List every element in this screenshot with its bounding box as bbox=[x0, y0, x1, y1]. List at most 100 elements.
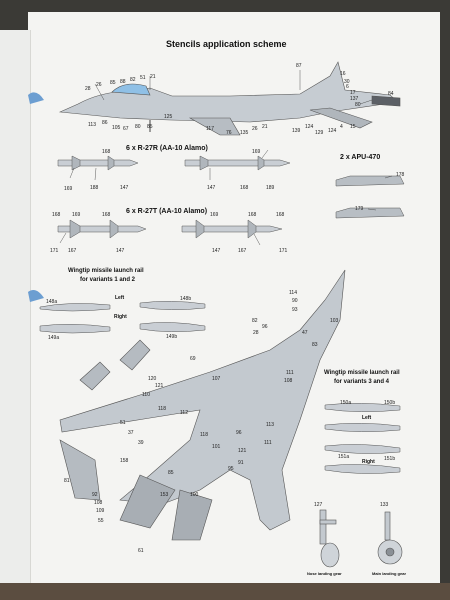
callout-number: 171 bbox=[50, 248, 59, 254]
callout-number: 137 bbox=[350, 96, 359, 102]
callout-number: 168 bbox=[248, 212, 257, 218]
callout-number: 85 bbox=[147, 124, 153, 130]
callout-number: 167 bbox=[68, 248, 77, 254]
callout-number: 93 bbox=[292, 307, 298, 313]
callout-number: 168 bbox=[276, 212, 285, 218]
callout-number: 21 bbox=[150, 74, 156, 80]
callout-number: 124 bbox=[305, 124, 314, 130]
callout-number: 16 bbox=[340, 71, 346, 77]
callout-number: 80 bbox=[135, 124, 141, 130]
callout-number: 147 bbox=[207, 185, 216, 191]
callout-number: 120 bbox=[148, 376, 157, 382]
callout-number: 88 bbox=[120, 79, 126, 85]
callout-number: 150b bbox=[384, 400, 396, 406]
callout-number: 95 bbox=[228, 466, 234, 472]
callout-number: 125 bbox=[164, 114, 173, 120]
rail-left-label: Left bbox=[115, 295, 125, 301]
callout-number: 171 bbox=[279, 248, 288, 254]
callout-number: 133 bbox=[380, 502, 389, 508]
prev-page-blue-shape bbox=[28, 290, 44, 302]
callout-number: 15 bbox=[350, 124, 356, 130]
wingtip-rail-heading-1-2: Wingtip missile launch rail bbox=[68, 268, 144, 274]
callout-number: 83 bbox=[312, 342, 318, 348]
callout-number: 105 bbox=[112, 125, 121, 131]
callout-number: 135 bbox=[240, 130, 249, 136]
callout-number: 51 bbox=[120, 420, 126, 426]
callout-number: 76 bbox=[226, 130, 232, 136]
callout-number: 124 bbox=[328, 128, 337, 134]
callout-number: 168 bbox=[240, 185, 249, 191]
callout-number: 91 bbox=[238, 460, 244, 466]
callout-number: 103 bbox=[330, 318, 339, 324]
callout-number: 82 bbox=[130, 77, 136, 83]
callout-number: 151b bbox=[384, 456, 396, 462]
callout-number: 107 bbox=[212, 376, 221, 382]
prev-page-blue-shape bbox=[28, 92, 44, 104]
nose-gear-caption: Nose landing gear bbox=[307, 571, 342, 576]
wingtip-rails-1-2 bbox=[39, 300, 206, 334]
callout-number: 178 bbox=[396, 172, 405, 178]
callout-number: 113 bbox=[88, 122, 96, 128]
callout-number: 82 bbox=[252, 318, 258, 324]
callout-number: 90 bbox=[292, 298, 298, 304]
callout-number: 111 bbox=[264, 440, 272, 446]
callout-number: 158 bbox=[120, 458, 129, 464]
rail-left-label-2: Left bbox=[362, 415, 372, 421]
callout-number: 113 bbox=[266, 422, 274, 428]
callout-number: 26 bbox=[96, 82, 102, 88]
wingtip-rail-heading-3-4: Wingtip missile launch rail bbox=[324, 370, 400, 376]
callout-number: 150a bbox=[340, 400, 352, 406]
callout-number: 147 bbox=[116, 248, 125, 254]
callout-number: 111 bbox=[286, 370, 294, 376]
callout-number: 101 bbox=[212, 444, 221, 450]
callout-number: 179 bbox=[355, 206, 364, 212]
r27r-heading: 6 x R-27R (AA-10 Alamo) bbox=[126, 145, 208, 152]
r27t-missiles bbox=[57, 219, 283, 239]
callout-number: 169 bbox=[64, 186, 73, 192]
callout-number: 96 bbox=[262, 324, 268, 330]
main-gear-drawing bbox=[377, 511, 403, 565]
callout-number: 117 bbox=[206, 126, 214, 132]
callout-number: 169 bbox=[72, 212, 81, 218]
callout-number: 92 bbox=[92, 492, 98, 498]
callout-number: 67 bbox=[123, 126, 129, 132]
rail-right-label: Right bbox=[114, 314, 127, 320]
callout-number: 108 bbox=[94, 500, 103, 506]
callout-number: 80 bbox=[355, 102, 361, 108]
main-gear-caption: Main landing gear bbox=[372, 571, 407, 576]
callout-number: 112 bbox=[180, 410, 188, 416]
callout-number: 149a bbox=[48, 335, 60, 341]
callout-number: 85 bbox=[110, 80, 116, 86]
callout-number: 55 bbox=[98, 518, 104, 524]
callout-number: 51 bbox=[140, 75, 146, 81]
callout-number: 21 bbox=[262, 124, 268, 130]
callout-number: 47 bbox=[302, 330, 308, 336]
callout-number: 149b bbox=[166, 334, 178, 340]
callout-number: 4 bbox=[340, 124, 343, 130]
callout-number: 114 bbox=[289, 290, 297, 296]
callout-number: 169 bbox=[210, 212, 219, 218]
callout-number: 109 bbox=[96, 508, 105, 514]
callout-number: 6 bbox=[346, 84, 349, 90]
callout-number: 86 bbox=[102, 120, 108, 126]
callout-number: 108 bbox=[284, 378, 293, 384]
wingtip-rail-subheading-3-4: for variants 3 and 4 bbox=[334, 379, 390, 385]
callout-number: 148a bbox=[46, 299, 58, 305]
apu470-pylons bbox=[335, 175, 405, 219]
callout-number: 87 bbox=[296, 63, 302, 69]
leader-lines bbox=[59, 70, 393, 246]
callout-number: 127 bbox=[314, 502, 323, 508]
callout-number: 148b bbox=[180, 296, 192, 302]
sheet-title: Stencils application scheme bbox=[166, 39, 287, 49]
callout-number: 121 bbox=[238, 448, 247, 454]
callout-number: 61 bbox=[138, 548, 144, 554]
callout-number: 110 bbox=[142, 392, 150, 398]
callout-number: 168 bbox=[52, 212, 61, 218]
callout-number: 168 bbox=[102, 149, 111, 155]
callout-number: 147 bbox=[120, 185, 129, 191]
callout-number: 168 bbox=[102, 212, 111, 218]
callout-number: 30 bbox=[344, 79, 350, 85]
callout-number: 81 bbox=[64, 478, 70, 484]
callout-number: 96 bbox=[236, 430, 242, 436]
